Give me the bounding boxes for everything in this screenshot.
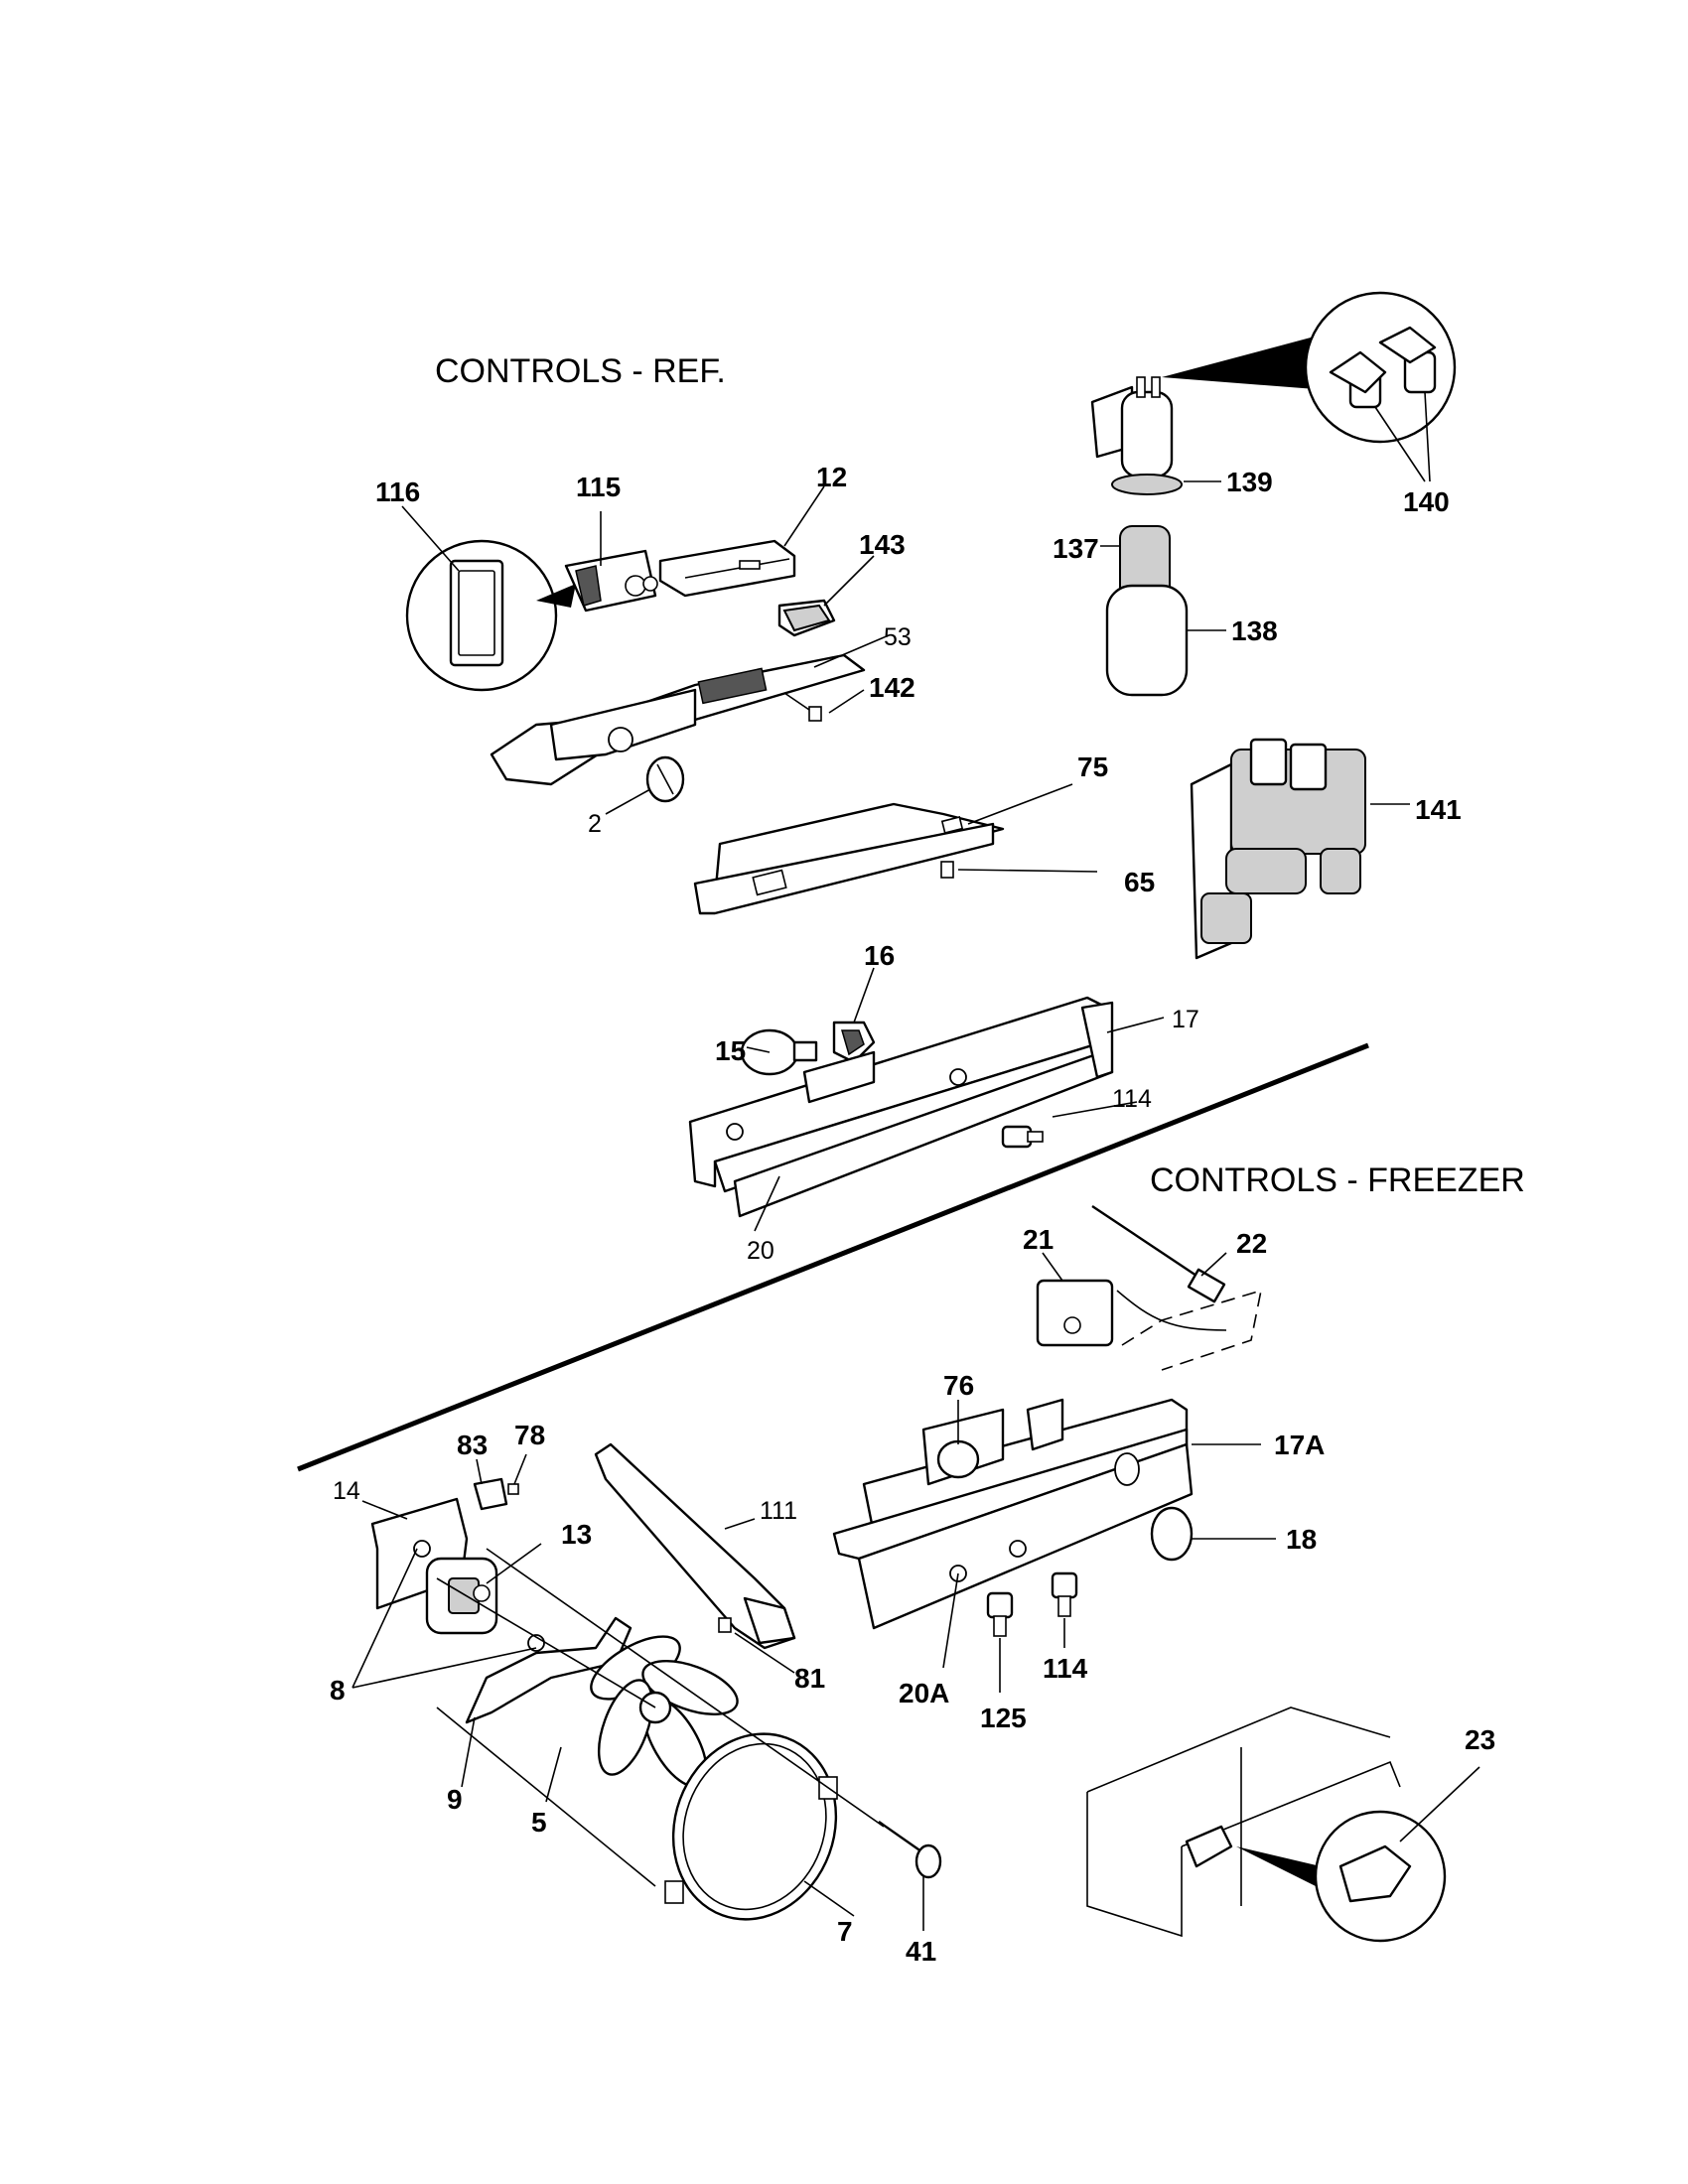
- callout-23: 23: [1465, 1724, 1495, 1755]
- routing-dashes: [1121, 1289, 1263, 1371]
- callout-2: 2: [588, 810, 602, 838]
- callout-53: 53: [884, 623, 912, 651]
- control-cover: [658, 485, 825, 598]
- screw-142: [783, 689, 865, 722]
- switch-114-top: [1001, 1101, 1138, 1149]
- control-housing-17: [688, 996, 1165, 1232]
- water-valve: [1190, 738, 1410, 960]
- knob-2: [605, 755, 685, 815]
- plate-75: [693, 783, 1073, 915]
- section-divider: [297, 1042, 1369, 1472]
- screw-41: [878, 1821, 942, 1931]
- screw-81: [718, 1617, 795, 1674]
- callout-78: 78: [514, 1420, 545, 1450]
- clip-143: [777, 555, 875, 637]
- fan-motor: [425, 1543, 542, 1635]
- bracket-83: [473, 1453, 527, 1511]
- callout-75: 75: [1077, 751, 1108, 782]
- callout-20a: 20A: [899, 1678, 949, 1708]
- alignment-line-1: [436, 1577, 656, 1708]
- callout-8: 8: [330, 1675, 346, 1706]
- callout-114-top: 114: [1112, 1085, 1152, 1113]
- callout-17a: 17A: [1274, 1430, 1325, 1460]
- callout-12: 12: [816, 462, 847, 492]
- callout-111: 111: [760, 1497, 797, 1525]
- callout-15: 15: [715, 1035, 746, 1066]
- callout-116: 116: [375, 477, 420, 507]
- callout-137: 137: [1053, 533, 1099, 564]
- switch-125: [986, 1591, 1014, 1693]
- screw-65: [940, 861, 1098, 879]
- callout-22: 22: [1236, 1228, 1267, 1259]
- callout-115: 115: [576, 472, 621, 502]
- air-duct-111: [594, 1442, 796, 1650]
- detail-pointer-2: [1162, 338, 1316, 389]
- callout-17: 17: [1172, 1006, 1199, 1033]
- ref-section-title: CONTROLS - REF.: [435, 352, 726, 390]
- alignment-line-3: [436, 1706, 656, 1887]
- switch-housing: [564, 511, 658, 613]
- thermostat: [1036, 1205, 1227, 1347]
- control-housing-17a: [832, 1398, 1261, 1669]
- lower-bracket: [352, 1548, 633, 1788]
- cabinet-detail: [1086, 1706, 1480, 1943]
- callout-9: 9: [447, 1784, 463, 1815]
- callout-16: 16: [864, 940, 895, 971]
- callout-5: 5: [531, 1807, 547, 1838]
- alignment-line-2: [486, 1548, 885, 1828]
- callout-20: 20: [747, 1237, 774, 1265]
- callout-139: 139: [1226, 467, 1273, 497]
- detail-pointer-3: [1236, 1846, 1321, 1886]
- callout-141: 141: [1415, 794, 1462, 825]
- callout-81: 81: [794, 1663, 825, 1694]
- fittings-detail: [1162, 291, 1457, 482]
- callout-41: 41: [906, 1936, 936, 1967]
- callout-125: 125: [980, 1703, 1027, 1733]
- callout-114-bottom: 114: [1043, 1653, 1088, 1684]
- callout-142: 142: [869, 672, 915, 703]
- heater-76: [936, 1400, 980, 1479]
- callout-140: 140: [1403, 486, 1450, 517]
- detail-pointer: [536, 584, 576, 608]
- callout-76: 76: [943, 1370, 974, 1401]
- callout-13: 13: [561, 1519, 592, 1550]
- fan-shroud: [664, 1732, 855, 1921]
- freezer-section-title: CONTROLS - FREEZER: [1150, 1161, 1525, 1199]
- control-bracket: [490, 634, 890, 786]
- bulb-assembly: [740, 967, 876, 1076]
- gasket-detail: [401, 505, 576, 692]
- water-filter: [1090, 376, 1226, 697]
- callout-143: 143: [859, 529, 906, 560]
- callout-18: 18: [1286, 1524, 1317, 1555]
- switch-114-bottom: [1051, 1571, 1078, 1648]
- callout-83: 83: [457, 1430, 488, 1460]
- callout-7: 7: [837, 1916, 853, 1947]
- callout-138: 138: [1231, 615, 1278, 646]
- callout-21: 21: [1023, 1224, 1054, 1255]
- callout-14: 14: [333, 1477, 360, 1505]
- callout-65: 65: [1124, 867, 1155, 897]
- knob-18: [1150, 1506, 1276, 1562]
